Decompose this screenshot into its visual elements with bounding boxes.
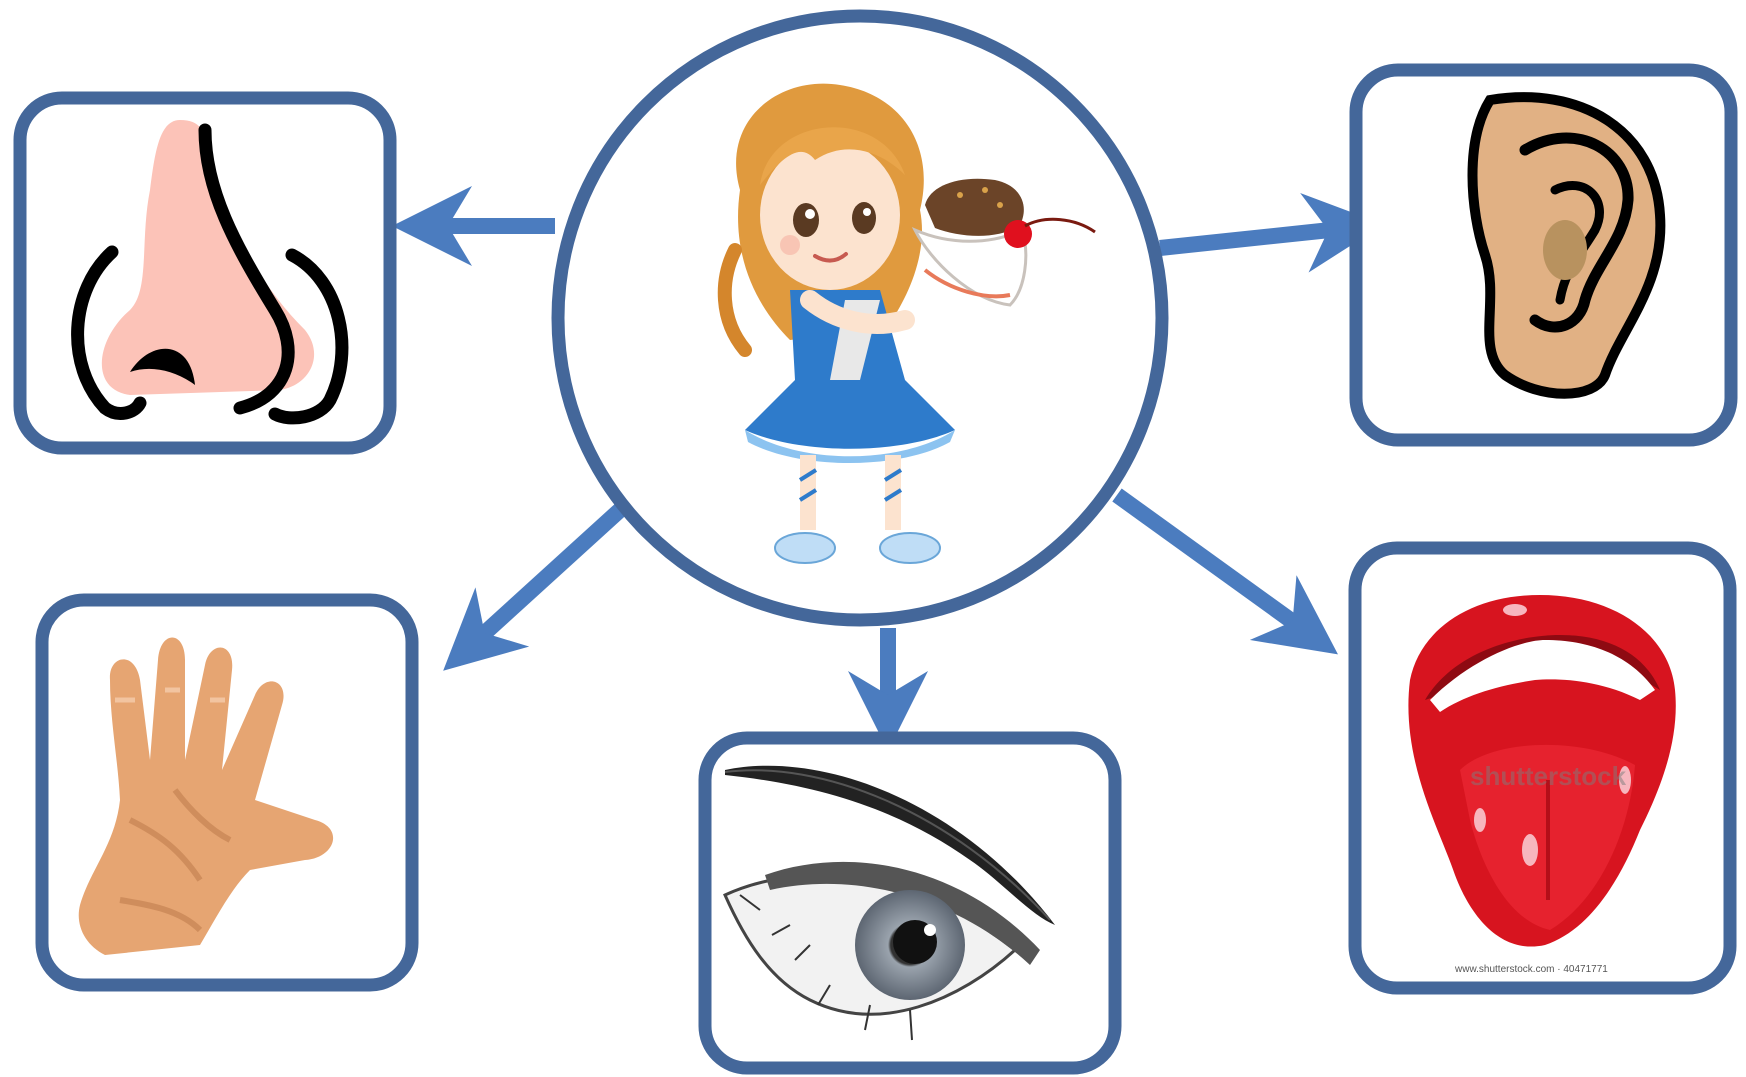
sense-box-hearing bbox=[1349, 63, 1738, 447]
nose-icon bbox=[71, 120, 349, 425]
tongue-icon: shutterstock www.shutterstock.com · 4047… bbox=[1408, 595, 1676, 975]
hand-icon bbox=[78, 637, 334, 955]
sense-box-taste: shutterstock www.shutterstock.com · 4047… bbox=[1348, 541, 1737, 995]
sense-box-touch bbox=[35, 593, 419, 992]
girl-with-ice-cream-icon bbox=[717, 83, 1096, 564]
watermark-caption: www.shutterstock.com · 40471771 bbox=[1454, 964, 1608, 975]
arrow-to-touch bbox=[443, 504, 626, 671]
arrow-to-hearing bbox=[1159, 192, 1384, 273]
center-node bbox=[551, 9, 1169, 627]
sense-box-smell bbox=[13, 91, 397, 455]
arrows bbox=[392, 186, 1384, 751]
eye-icon bbox=[723, 765, 1055, 1041]
sense-box-sight bbox=[698, 731, 1122, 1075]
arrow-to-taste bbox=[1112, 488, 1338, 655]
ear-icon bbox=[1467, 92, 1666, 399]
watermark-text: shutterstock bbox=[1470, 761, 1627, 791]
